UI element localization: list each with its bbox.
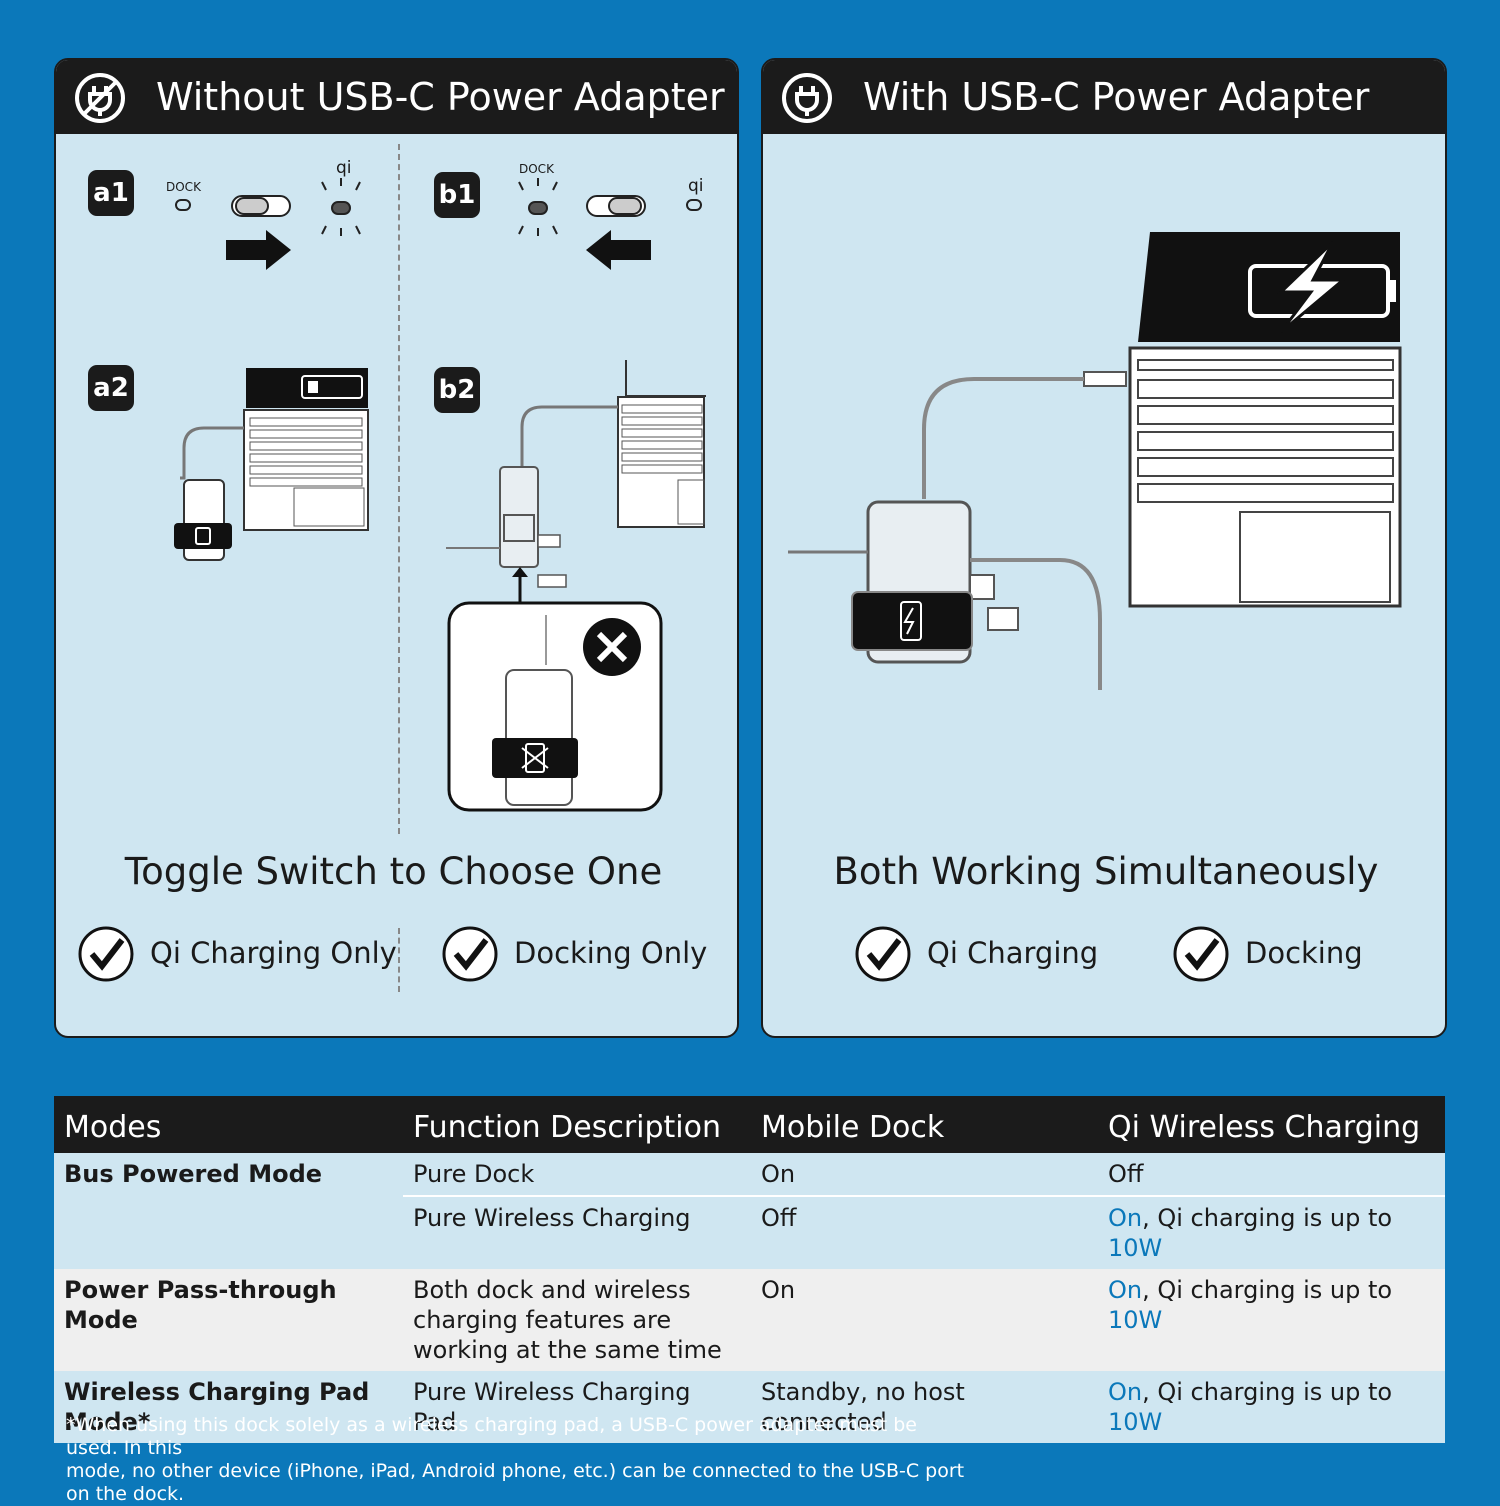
without-adapter-header: Without USB-C Power Adapter — [56, 60, 737, 134]
step-b1-badge: b1 — [434, 172, 480, 218]
qi-cell: On, Qi charging is up to 10W — [1098, 1269, 1445, 1371]
header-function: Function Description — [403, 1096, 751, 1153]
function-line: Both dock and wireless — [413, 1276, 691, 1304]
mode-cell: Power Pass-through Mode — [54, 1269, 403, 1371]
toggle-caption: Toggle Switch to Choose One — [124, 850, 663, 893]
qi-text: , Qi charging is up to — [1142, 1204, 1393, 1232]
qi-power: 10W — [1108, 1234, 1163, 1262]
toggle-switch-b1 — [518, 178, 702, 270]
checkmark-icon — [855, 926, 911, 982]
footnote-line: *When using this dock solely as a wirele… — [66, 1414, 918, 1459]
no-charging-callout — [447, 601, 663, 812]
table-row: Power Pass-through Mode Both dock and wi… — [54, 1269, 1445, 1371]
check-divider — [398, 928, 400, 992]
function-cell: Pure Wireless Charging Pad — [403, 1371, 751, 1443]
dock-cell: Standby, no host connected — [751, 1371, 1098, 1443]
qi-label-b1: qi — [688, 176, 704, 196]
function-cell: Pure Wireless Charging — [403, 1195, 751, 1269]
modes-table: Modes Function Description Mobile Dock Q… — [54, 1096, 1445, 1443]
qi-cell: Off — [1098, 1153, 1445, 1196]
footnote: *When using this dock solely as a wirele… — [66, 1414, 966, 1506]
header-mobile-dock: Mobile Dock — [751, 1096, 1098, 1153]
dock-cell: On — [751, 1153, 1098, 1196]
checkmark-icon — [1173, 926, 1229, 982]
header-qi: Qi Wireless Charging — [1098, 1096, 1445, 1153]
qi-power: 10W — [1108, 1306, 1163, 1334]
simultaneous-caption: Both Working Simultaneously — [833, 850, 1379, 893]
laptop-dock-charging-illustration — [788, 232, 1402, 690]
function-line: working at the same time — [413, 1336, 722, 1364]
plug-icon — [782, 73, 832, 123]
qi-state: On — [1108, 1378, 1143, 1406]
qi-state: Off — [1108, 1160, 1144, 1188]
with-adapter-title: With USB-C Power Adapter — [863, 75, 1370, 119]
with-adapter-header: With USB-C Power Adapter — [763, 60, 1445, 134]
step-a2-badge: a2 — [88, 365, 134, 411]
table-header-row: Modes Function Description Mobile Dock Q… — [54, 1096, 1445, 1153]
with-adapter-panel: With USB-C Power Adapter Both Working Si… — [761, 58, 1447, 1038]
qi-power: 10W — [1108, 1408, 1163, 1436]
qi-text: , Qi charging is up to — [1142, 1378, 1393, 1406]
table-row: Pure Wireless Charging Off On, Qi chargi… — [54, 1195, 1445, 1269]
function-line: charging features are — [413, 1306, 672, 1334]
laptop-with-charging-pad-a2 — [174, 368, 369, 561]
qi-label: qi — [336, 158, 352, 178]
table-row: Bus Powered Mode Pure Dock On Off — [54, 1153, 1445, 1269]
qi-cell: On, Qi charging is up to 10W — [1098, 1371, 1445, 1443]
step-b2-badge: b2 — [434, 367, 480, 413]
qi-state: On — [1108, 1276, 1143, 1304]
check-qi-only-label: Qi Charging Only — [150, 936, 397, 970]
checkmark-icon — [442, 926, 498, 982]
without-adapter-title: Without USB-C Power Adapter — [156, 75, 725, 119]
no-plug-icon — [75, 73, 125, 123]
dock-cell: Off — [751, 1195, 1098, 1269]
without-adapter-panel: Without USB-C Power Adapter a1 DOCK qi b… — [54, 58, 739, 1038]
header-modes: Modes — [54, 1096, 403, 1153]
center-divider — [398, 144, 400, 834]
mode-cell: Wireless Charging Pad Mode* — [54, 1371, 403, 1443]
toggle-switch-a1 — [175, 178, 361, 270]
dock-cell: On — [751, 1269, 1098, 1371]
check-qi-charging-label: Qi Charging — [927, 936, 1099, 970]
mode-cell: Bus Powered Mode — [54, 1153, 403, 1269]
dock-label-b1: DOCK — [519, 162, 554, 176]
dock-label: DOCK — [166, 180, 201, 194]
check-docking-only-label: Docking Only — [514, 936, 708, 970]
footnote-line: mode, no other device (iPhone, iPad, And… — [66, 1460, 965, 1505]
qi-state: On — [1108, 1204, 1143, 1232]
step-a1-badge: a1 — [88, 170, 134, 216]
function-cell: Both dock and wireless charging features… — [403, 1269, 751, 1371]
checkmark-icon — [78, 926, 134, 982]
check-docking-label: Docking — [1245, 936, 1363, 970]
laptop-with-dock-b2 — [446, 360, 706, 605]
table-row: Wireless Charging Pad Mode* Pure Wireles… — [54, 1371, 1445, 1443]
function-cell: Pure Dock — [403, 1153, 751, 1196]
qi-cell: On, Qi charging is up to 10W — [1098, 1195, 1445, 1269]
qi-text: , Qi charging is up to — [1142, 1276, 1393, 1304]
